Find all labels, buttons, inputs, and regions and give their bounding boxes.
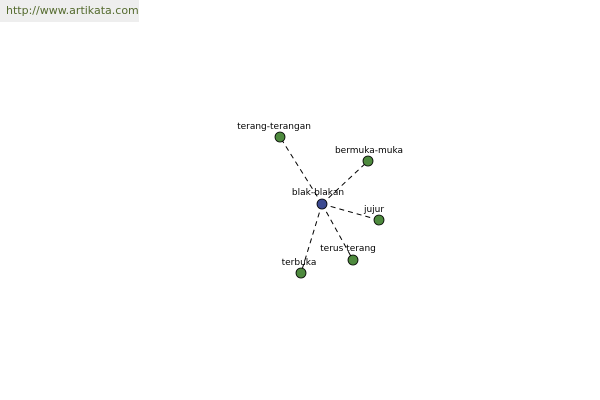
node-terbuka[interactable] [295, 267, 307, 279]
node-label-center[interactable]: blak-blakan [292, 188, 344, 198]
graph-nodes [274, 131, 385, 279]
edge-terang-terangan [279, 136, 323, 205]
node-label-jujur[interactable]: jujur [363, 205, 384, 215]
edge-jujur [321, 203, 380, 221]
node-terus-terang[interactable] [347, 254, 359, 266]
edge-terus-terang [321, 203, 354, 261]
node-bermuka-muka[interactable] [362, 155, 374, 167]
node-terang-terangan[interactable] [274, 131, 286, 143]
graph-edges [279, 136, 380, 274]
node-label-terus-terang[interactable]: terus terang [320, 244, 376, 254]
node-label-bermuka-muka[interactable]: bermuka-muka [335, 146, 403, 156]
edge-terbuka [300, 203, 323, 274]
node-label-terang-terangan[interactable]: terang-terangan [237, 122, 311, 132]
node-jujur[interactable] [373, 214, 385, 226]
graph-labels: terang-terangan bermuka-muka jujur terus te… [237, 122, 403, 268]
source-url-banner[interactable]: http://www.artikata.com [0, 0, 139, 22]
node-center-blak-blakan[interactable] [316, 198, 328, 210]
edge-bermuka-muka [321, 160, 369, 205]
node-label-terbuka[interactable]: terbuka [282, 258, 317, 268]
